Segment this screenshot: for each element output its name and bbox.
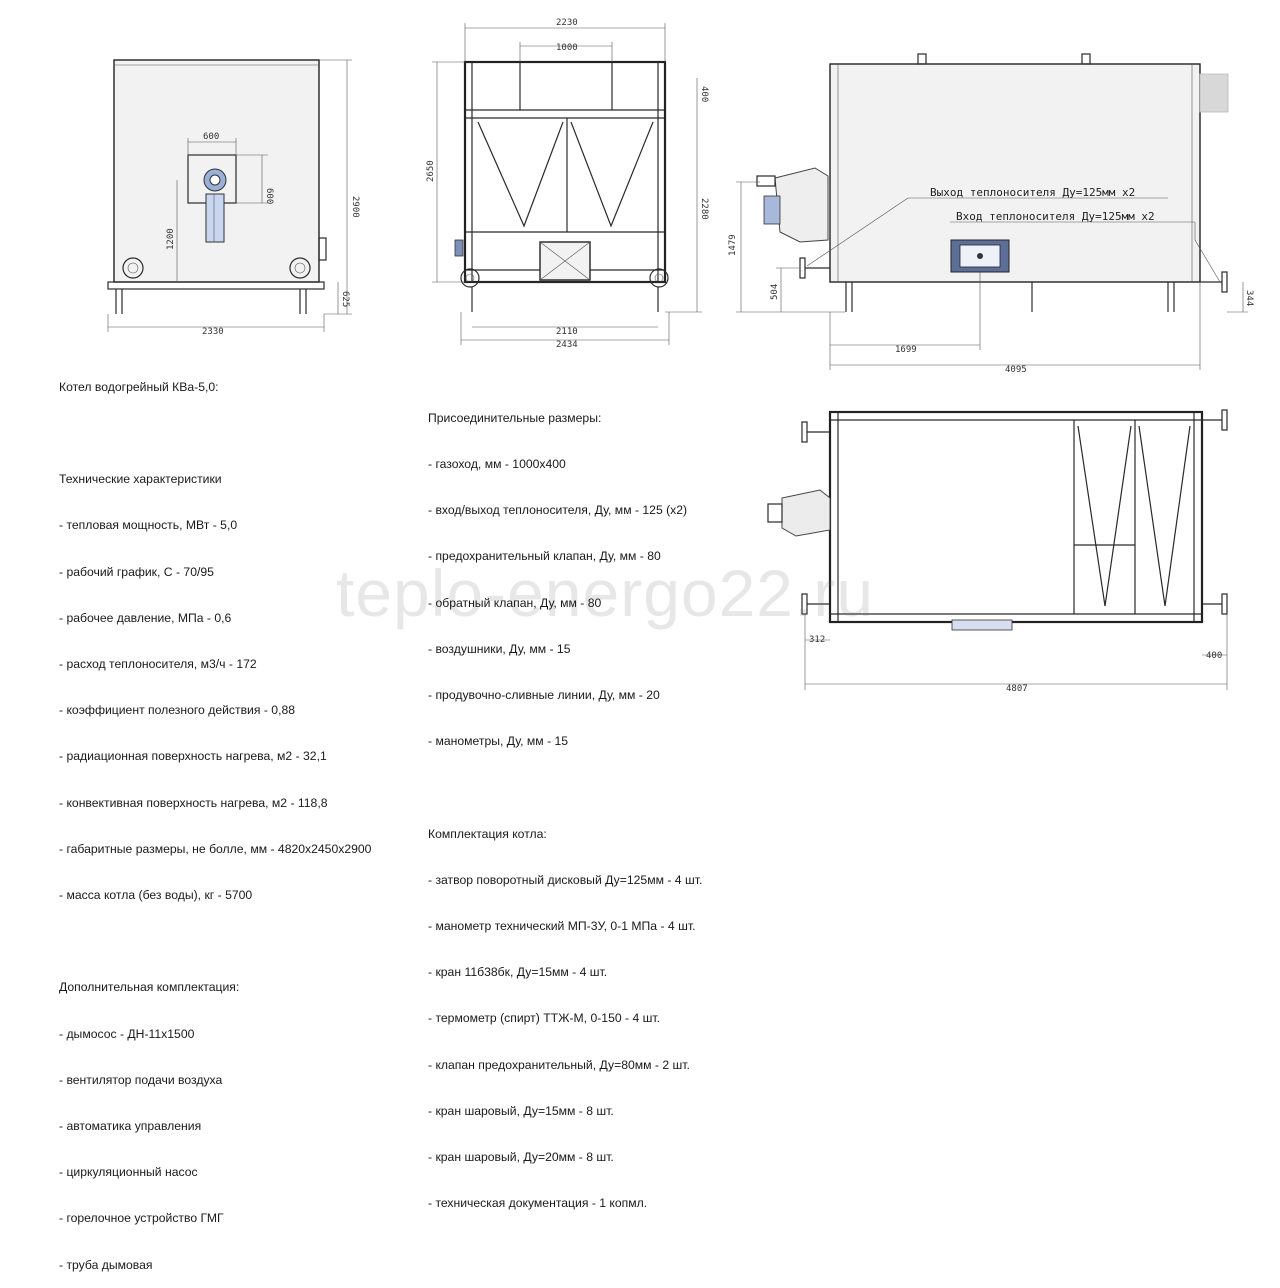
plan-view: 312 400 4807 bbox=[767, 409, 1228, 694]
outlet-label: Выход теплоносителя Ду=125мм х2 bbox=[930, 186, 1135, 199]
tech-item: - масса котла (без воды), кг - 5700 bbox=[59, 888, 253, 903]
extra-item: - вентилятор подачи воздуха bbox=[59, 1072, 223, 1087]
extra-item: - дымосос - ДН-11х1500 bbox=[59, 1026, 195, 1041]
dim-504: 504 bbox=[770, 284, 780, 300]
tech-item: - рабочий график, С - 70/95 bbox=[59, 564, 214, 579]
extra-item: - автоматика управления bbox=[59, 1119, 202, 1134]
tech-item: - тепловая мощность, МВт - 5,0 bbox=[59, 518, 238, 533]
dim-2280: 2280 bbox=[699, 198, 709, 220]
tech-item: - конвективная поверхность нагрева, м2 -… bbox=[59, 795, 328, 810]
dim-2330: 2330 bbox=[202, 327, 224, 337]
tech-item: - габаритные размеры, не болле, мм - 482… bbox=[59, 841, 372, 856]
dim-2110: 2110 bbox=[556, 327, 578, 337]
extra-item: - циркуляционный насос bbox=[59, 1165, 198, 1180]
dim-312: 312 bbox=[809, 635, 825, 645]
tech-item: - коэффициент полезного действия - 0,88 bbox=[59, 703, 296, 718]
connections-heading: Присоединительные размеры: bbox=[428, 410, 602, 425]
dim-1479: 1479 bbox=[728, 234, 738, 256]
dim-344: 344 bbox=[1244, 290, 1254, 306]
kit-item: - кран 11б38бк, Ду=15мм - 4 шт. bbox=[428, 965, 608, 980]
dim-1000: 1000 bbox=[556, 43, 578, 53]
dim-2434: 2434 bbox=[556, 340, 578, 350]
extra-item: - труба дымовая bbox=[59, 1257, 153, 1272]
kit-heading: Комплектация котла: bbox=[428, 826, 547, 841]
connection-item: - предохранительный клапан, Ду, мм - 80 bbox=[428, 549, 661, 564]
dim-2230: 2230 bbox=[556, 18, 578, 28]
dim-4807: 4807 bbox=[1006, 684, 1028, 694]
spec-block: Котел водогрейный КВа-5,0: Технические х… bbox=[59, 349, 371, 1288]
connections-block: Присоединительные размеры: - газоход, мм… bbox=[428, 380, 702, 1227]
rear-view: 2230 1000 400 2650 2280 2110 2434 bbox=[426, 18, 709, 350]
connection-item: - воздушники, Ду, мм - 15 bbox=[428, 641, 571, 656]
watermark: teplo-energo22.ru bbox=[336, 556, 875, 630]
connection-item: - обратный клапан, Ду, мм - 80 bbox=[428, 595, 602, 610]
connection-item: - продувочно-сливные линии, Ду, мм - 20 bbox=[428, 688, 660, 703]
kit-item: - термометр (спирт) ТТЖ-М, 0-150 - 4 шт. bbox=[428, 1011, 661, 1026]
side-view: Выход теплоносителя Ду=125мм х2 Вход теп… bbox=[728, 53, 1254, 375]
connection-item: - манометры, Ду, мм - 15 bbox=[428, 734, 569, 749]
kit-item: - клапан предохранительный, Ду=80мм - 2 … bbox=[428, 1057, 690, 1072]
dim-600-width: 600 bbox=[203, 132, 219, 142]
kit-item: - техническая документация - 1 копмл. bbox=[428, 1196, 648, 1211]
extra-item: - горелочное устройство ГМГ bbox=[59, 1211, 224, 1226]
dim-400: 400 bbox=[699, 86, 709, 102]
tech-item: - рабочее давление, МПа - 0,6 bbox=[59, 610, 232, 625]
front-view: 600 600 1200 2900 625 2330 bbox=[107, 59, 360, 337]
dim-2650: 2650 bbox=[426, 160, 436, 182]
inlet-label: Вход теплоносителя Ду=125мм х2 bbox=[956, 210, 1155, 223]
dim-400-plan: 400 bbox=[1206, 651, 1222, 661]
spec-title: Котел водогрейный КВа-5,0: bbox=[59, 379, 219, 394]
dim-4095: 4095 bbox=[1005, 365, 1027, 375]
kit-item: - кран шаровый, Ду=20мм - 8 шт. bbox=[428, 1150, 614, 1165]
dim-625: 625 bbox=[340, 291, 350, 307]
kit-item: - кран шаровый, Ду=15мм - 8 шт. bbox=[428, 1103, 614, 1118]
connection-item: - вход/выход теплоносителя, Ду, мм - 125… bbox=[428, 503, 688, 518]
dim-600-height: 600 bbox=[264, 188, 274, 204]
connection-item: - газоход, мм - 1000х400 bbox=[428, 457, 566, 472]
dim-2900: 2900 bbox=[350, 196, 360, 218]
tech-item: - радиационная поверхность нагрева, м2 -… bbox=[59, 749, 327, 764]
dim-1699: 1699 bbox=[895, 345, 917, 355]
dim-1200: 1200 bbox=[166, 228, 176, 250]
tech-item: - расход теплоносителя, м3/ч - 172 bbox=[59, 657, 257, 672]
tech-heading: Технические характеристики bbox=[59, 472, 222, 487]
kit-item: - затвор поворотный дисковый Ду=125мм - … bbox=[428, 872, 703, 887]
boiler-drawing: 600 600 1200 2900 625 2330 bbox=[107, 18, 1254, 694]
kit-item: - манометр технический МП-3У, 0-1 МПа - … bbox=[428, 919, 696, 934]
extra-heading: Дополнительная комплектация: bbox=[59, 980, 240, 995]
